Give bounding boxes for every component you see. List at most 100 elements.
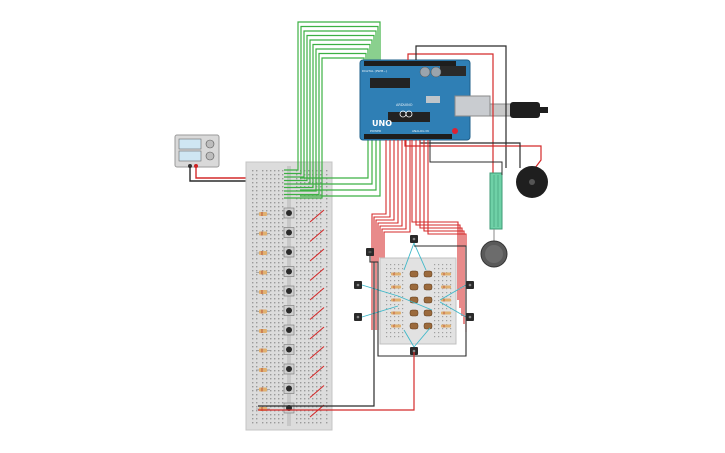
red-jumper xyxy=(309,307,325,320)
resistor xyxy=(256,387,270,392)
led[interactable] xyxy=(409,296,419,304)
pushbutton-cap[interactable] xyxy=(286,346,292,353)
photodiode[interactable] xyxy=(410,347,418,355)
resistor xyxy=(441,285,451,289)
led-resistors xyxy=(391,272,451,328)
red-wire xyxy=(371,140,387,330)
red-wire xyxy=(423,140,465,324)
cyan-wire xyxy=(361,305,399,318)
pushbutton-cap[interactable] xyxy=(286,327,292,333)
photodiode[interactable] xyxy=(354,281,362,289)
red-jumper xyxy=(309,287,325,301)
power-black-wire xyxy=(189,166,252,182)
resistor xyxy=(256,270,270,275)
green-wire xyxy=(284,25,379,175)
led[interactable] xyxy=(423,309,433,317)
resistor xyxy=(391,272,401,276)
button-red-jumpers xyxy=(309,209,325,418)
resistor xyxy=(256,309,270,314)
arduino-digital-label: DIGITAL (PWM~) xyxy=(362,69,387,73)
buzzer-red-wire xyxy=(404,140,542,173)
flex-sensor[interactable] xyxy=(489,172,503,230)
led[interactable] xyxy=(409,270,419,278)
resistor xyxy=(391,298,401,302)
red-jumper xyxy=(309,385,325,398)
red-jumper xyxy=(309,326,325,340)
led[interactable] xyxy=(423,322,433,330)
usb-cable[interactable] xyxy=(489,102,548,118)
led[interactable] xyxy=(409,322,419,330)
green-wire xyxy=(300,140,381,197)
photodiode[interactable] xyxy=(466,281,474,289)
resistor xyxy=(391,324,401,328)
cyan-wire xyxy=(403,329,415,348)
resistor xyxy=(441,272,451,276)
green-wire xyxy=(300,140,377,191)
arduino-uno[interactable]: UNO ARDUINO DIGITAL (PWM~) POWER ANALOG … xyxy=(359,59,491,141)
photodiode[interactable] xyxy=(354,313,362,321)
pushbutton-cap[interactable] xyxy=(286,229,292,236)
pushbutton-cap[interactable] xyxy=(286,268,292,275)
resistor xyxy=(256,251,270,255)
pushbutton[interactable] xyxy=(283,402,295,414)
resistor xyxy=(441,311,451,315)
pushbutton-cap[interactable] xyxy=(286,366,292,372)
buzzer-black-wire xyxy=(419,140,521,168)
pushbutton[interactable] xyxy=(283,305,295,316)
pushbutton[interactable] xyxy=(283,363,295,375)
green-wire xyxy=(284,21,381,171)
pushbutton[interactable] xyxy=(283,207,295,219)
led[interactable] xyxy=(423,270,433,278)
red-wire xyxy=(419,140,463,316)
power-supply[interactable] xyxy=(174,134,220,168)
pushbutton-column[interactable] xyxy=(283,207,295,414)
cyan-wires xyxy=(361,242,467,348)
pushbutton[interactable] xyxy=(283,266,295,277)
arduino-power-label: POWER xyxy=(370,129,381,133)
photodiode[interactable] xyxy=(466,313,474,321)
pushbutton[interactable] xyxy=(283,285,295,297)
red-jumper xyxy=(309,365,325,379)
sensor-black-wire xyxy=(429,140,503,175)
red-jumper xyxy=(309,404,325,418)
arduino-5v-red-wire xyxy=(407,53,494,175)
pushbutton-cap[interactable] xyxy=(286,288,292,294)
cyan-wire xyxy=(403,242,415,271)
photodiode-ring[interactable] xyxy=(354,235,474,355)
red-jumper xyxy=(309,248,325,262)
pulldown-resistors xyxy=(256,212,270,411)
pushbutton[interactable] xyxy=(283,324,295,336)
resistor xyxy=(256,212,270,216)
pushbutton-cap[interactable] xyxy=(286,385,292,392)
red-jumper xyxy=(309,209,325,223)
resistor xyxy=(391,311,401,315)
arduino-brand-text: ARDUINO xyxy=(396,103,413,107)
pushbutton-cap[interactable] xyxy=(286,249,292,255)
resistor xyxy=(441,298,451,302)
green-wire xyxy=(300,140,369,179)
arduino-logo-text: UNO xyxy=(372,119,392,128)
arduino-infinity-icon xyxy=(399,110,413,118)
led[interactable] xyxy=(409,309,419,317)
arduino-analog-label: ANALOG IN xyxy=(412,129,429,133)
red-wire xyxy=(411,140,459,300)
led-array[interactable] xyxy=(409,270,433,330)
pushbutton[interactable] xyxy=(283,227,295,238)
piezo-buzzer[interactable] xyxy=(516,166,548,198)
power-return-wire xyxy=(258,352,415,411)
pushbutton[interactable] xyxy=(283,383,295,394)
cyan-wire xyxy=(397,295,433,311)
led[interactable] xyxy=(423,296,433,304)
force-sensor[interactable] xyxy=(480,229,508,268)
resistor xyxy=(256,329,270,333)
green-wire xyxy=(284,30,377,178)
led[interactable] xyxy=(423,283,433,291)
pushbutton[interactable] xyxy=(283,344,295,355)
resistor xyxy=(256,231,270,236)
pushbutton-cap[interactable] xyxy=(286,307,292,314)
pushbutton-cap[interactable] xyxy=(286,210,292,216)
photodiode[interactable] xyxy=(410,235,418,243)
resistor xyxy=(441,324,451,328)
pushbutton[interactable] xyxy=(283,246,295,258)
led[interactable] xyxy=(409,283,419,291)
